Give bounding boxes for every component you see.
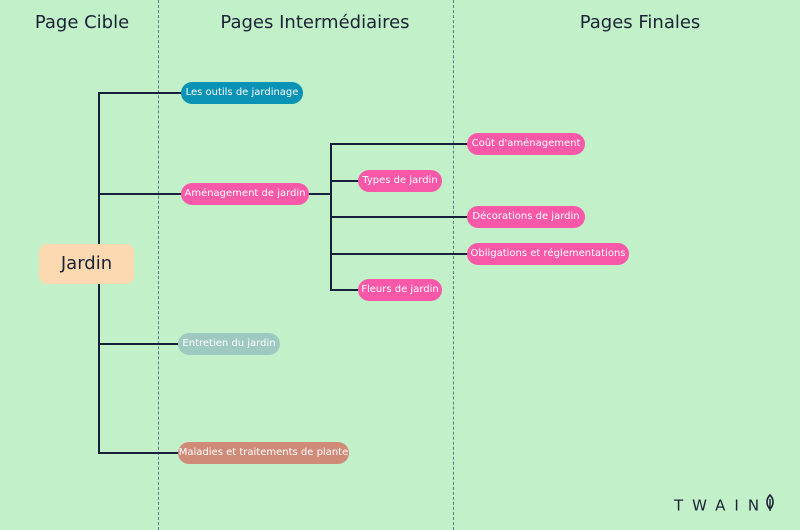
- root-node: Jardin: [39, 244, 134, 284]
- node-decorations-jardin: Décorations de jardin: [467, 206, 585, 228]
- column-header-intermediate: Pages Intermédiaires: [220, 12, 410, 33]
- column-divider-1: [158, 0, 159, 530]
- twain-logo: TWAIN: [674, 493, 776, 518]
- node-obligations-reglementations: Obligations et réglementations: [467, 243, 629, 265]
- logo-text: TWAIN: [674, 496, 769, 515]
- column-divider-2: [453, 0, 454, 530]
- node-entretien-jardin: Entretien du jardin: [178, 333, 280, 355]
- node-cout-amenagement: Coût d'aménagement: [467, 133, 585, 155]
- node-amenagement-jardin: Aménagement de jardin: [181, 183, 309, 205]
- node-types-jardin: Types de jardin: [358, 170, 442, 192]
- leaf-icon: [764, 493, 776, 518]
- node-outils-jardinage: Les outils de jardinage: [181, 82, 303, 104]
- column-header-target: Page Cible: [34, 12, 130, 33]
- column-header-final: Pages Finales: [579, 12, 701, 33]
- node-fleurs-jardin: Fleurs de jardin: [358, 279, 442, 301]
- node-maladies-traitements: Maladies et traitements de plante: [178, 442, 349, 464]
